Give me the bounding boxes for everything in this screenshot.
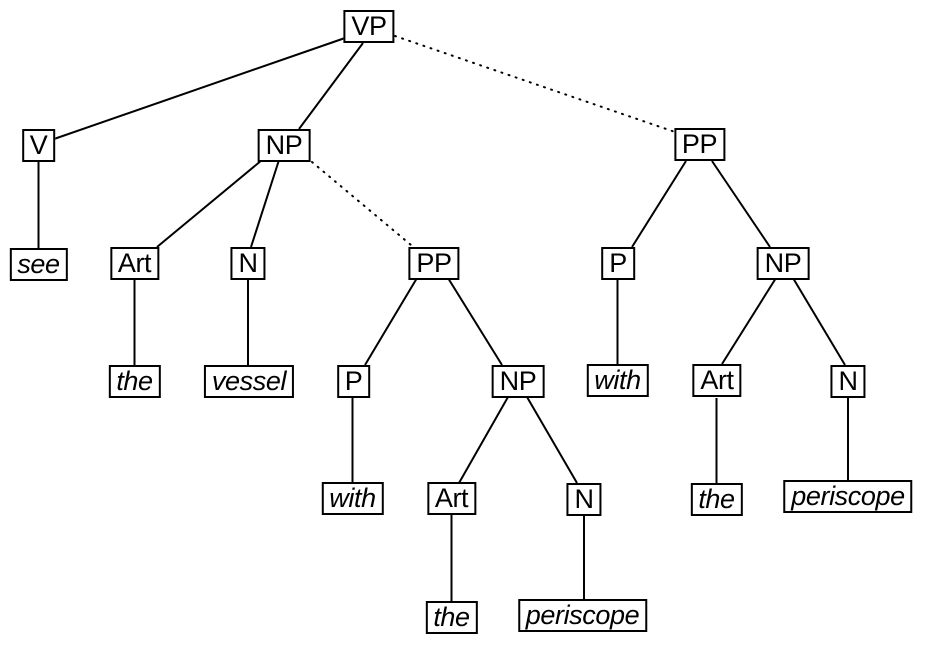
tree-node-the-inner: the <box>425 601 478 634</box>
tree-edge-np-inner-to-art-inner <box>458 396 509 484</box>
tree-node-vp: VP <box>343 10 395 43</box>
tree-edge-np-inner-to-n-inner <box>526 396 578 484</box>
tree-node-np-outer: NP <box>756 247 810 280</box>
tree-edge-np-object-to-n-object <box>250 159 280 248</box>
tree-node-the-object: the <box>108 365 161 398</box>
tree-node-vessel: vessel <box>203 365 295 398</box>
tree-node-p-inner: P <box>336 365 371 398</box>
tree-edge-pp-outer-to-np-outer <box>711 160 771 248</box>
tree-node-p-outer: P <box>601 247 635 280</box>
tree-node-v: V <box>21 129 56 162</box>
tree-node-n-inner: N <box>566 483 602 516</box>
tree-edge-vp-to-pp-outer <box>394 35 676 133</box>
tree-edge-vp-to-np-object <box>298 42 364 130</box>
tree-edge-vp-to-v <box>53 37 346 140</box>
tree-node-see: see <box>9 248 68 281</box>
tree-node-with-outer: with <box>586 364 649 397</box>
tree-edge-pp-inner-to-p-inner <box>364 277 418 366</box>
tree-node-np-object: NP <box>257 129 311 162</box>
tree-node-periscope-inner: periscope <box>517 599 648 632</box>
tree-node-art-inner: Art <box>426 482 477 515</box>
tree-node-the-outer: the <box>690 483 743 516</box>
tree-edge-np-outer-to-art-outer <box>721 277 777 365</box>
tree-node-art-object: Art <box>109 247 160 280</box>
tree-node-pp-inner: PP <box>408 247 460 280</box>
tree-edge-pp-outer-to-p-outer <box>631 160 687 248</box>
tree-node-pp-outer: PP <box>673 128 726 161</box>
tree-node-n-object: N <box>230 247 266 280</box>
tree-node-periscope-outer: periscope <box>783 480 913 513</box>
tree-edge-np-object-to-art-object <box>156 159 263 248</box>
tree-node-with-inner: with <box>321 482 384 515</box>
tree-node-art-outer: Art <box>692 364 742 397</box>
tree-edge-pp-inner-to-np-inner <box>447 277 503 366</box>
tree-node-np-inner: NP <box>491 365 545 398</box>
tree-edge-np-outer-to-n-outer <box>792 277 846 366</box>
tree-node-n-outer: N <box>830 365 866 398</box>
tree-edge-np-object-to-pp-inner <box>311 161 412 246</box>
